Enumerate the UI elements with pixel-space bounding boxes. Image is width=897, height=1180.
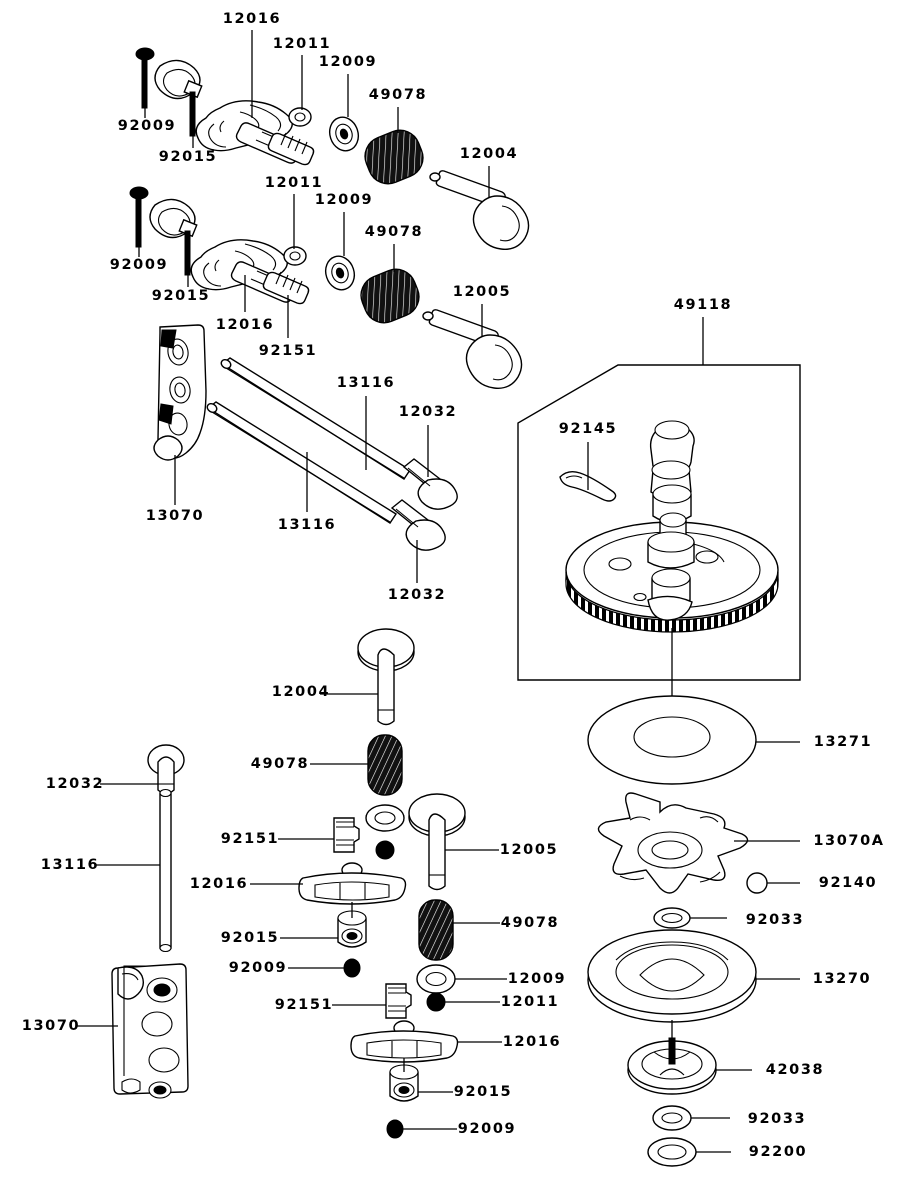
part-92033-ring-upper (653, 907, 727, 929)
callout-12009-second: 12009 (314, 192, 374, 208)
part-49118-camshaft-assembly (517, 317, 801, 700)
rocker-assembly-second (129, 186, 523, 389)
callout-13271-plate: 13271 (813, 734, 873, 750)
callout-92015-second: 92015 (151, 288, 211, 304)
part-13070A-flywheel (597, 792, 800, 894)
callout-42038-hub: 42038 (765, 1062, 825, 1078)
callout-12011-lower-b: 12011 (500, 994, 560, 1010)
part-12004-valve-top (429, 170, 530, 250)
callout-92145-pin: 92145 (558, 421, 618, 437)
part-13270-cup (587, 929, 800, 1023)
callout-12009-lower-b: 12009 (507, 971, 567, 987)
part-92140-ball (746, 872, 800, 894)
callout-13070-upper: 13070 (145, 508, 205, 524)
part-92009-bolt-lower-b (386, 1119, 457, 1139)
part-13116-push-rod-upper (220, 357, 411, 480)
part-42038-hub (627, 1037, 752, 1095)
callout-13070A-flywheel: 13070A (813, 833, 885, 849)
part-12004-valve-lower (320, 628, 415, 726)
part-92015-nut-lower-b (389, 1064, 453, 1102)
part-12005-valve-second (422, 309, 523, 389)
part-49078-spring-lower-b (418, 899, 500, 961)
part-12032-tappet-upper (402, 458, 458, 510)
callout-92140-ball: 92140 (818, 875, 878, 891)
part-12009-washer-lower-a (365, 804, 405, 832)
callout-12005-second: 12005 (452, 284, 512, 300)
part-92009-bolt-second (129, 186, 149, 248)
part-13070-holder-upper (153, 324, 207, 461)
callout-12011-second: 12011 (264, 175, 324, 191)
callout-13116-lower: 13116 (277, 517, 337, 533)
callout-12016-lower-b: 12016 (502, 1034, 562, 1050)
camshaft-lobes (647, 420, 695, 621)
part-92009-bolt-top (135, 47, 155, 109)
callout-13070-lower: 13070 (21, 1018, 81, 1034)
callout-92009-lower-b: 92009 (457, 1121, 517, 1137)
callout-49078-top: 49078 (368, 87, 428, 103)
callout-12004-top: 12004 (459, 146, 519, 162)
part-13271-plate (587, 695, 800, 785)
callout-92009-lower-a: 92009 (228, 960, 288, 976)
callout-92015-lower-a: 92015 (220, 930, 280, 946)
part-12005-valve-lower (408, 793, 499, 891)
callout-12004-lower: 12004 (271, 684, 331, 700)
part-12016-rocker-lower-b (350, 1020, 502, 1063)
part-13116-rod-lower-left (95, 788, 172, 953)
part-92015-nut-lower-a (280, 910, 367, 948)
callout-92033-lower: 92033 (747, 1111, 807, 1127)
part-92151-adjuster-lower-left (278, 817, 360, 853)
callout-12009-top: 12009 (318, 54, 378, 70)
callout-49078-lower-a: 49078 (250, 756, 310, 772)
part-92151-stud-top (267, 132, 315, 166)
part-12016-rocker-lower-a (250, 862, 407, 905)
callout-12016-second: 12016 (215, 317, 275, 333)
part-92151-stud-second (262, 271, 310, 305)
part-12009-washer-lower-b (416, 964, 507, 994)
part-92009-bolt-lower-a (288, 958, 361, 978)
part-13116-push-rod-lower (206, 401, 397, 524)
callout-12032-upper: 12032 (398, 404, 458, 420)
part-12009-retainer-second (324, 255, 356, 291)
callout-92151-lower-a: 92151 (220, 831, 280, 847)
callout-12032-lower: 12032 (387, 587, 447, 603)
part-12032-tappet-lower-left (100, 744, 185, 795)
part-13070-holder-lower (76, 963, 189, 1099)
callout-92015-lower-b: 92015 (453, 1084, 513, 1100)
rocker-assembly-top (135, 30, 530, 250)
callout-92200-washer: 92200 (748, 1144, 808, 1160)
callout-12016-lower-a: 12016 (189, 876, 249, 892)
callout-92151-lower-b: 92151 (274, 997, 334, 1013)
callout-13116-upper: 13116 (336, 375, 396, 391)
part-12011-cap-lower-b (426, 992, 500, 1012)
callout-49118-camshaft: 49118 (673, 297, 733, 313)
part-12011-cap-lower-a (375, 840, 395, 860)
part-12009-retainer-top (328, 116, 360, 152)
callout-13116-lower-left: 13116 (40, 857, 100, 873)
callout-92033-upper: 92033 (745, 912, 805, 928)
callout-92151-second: 92151 (258, 343, 318, 359)
callout-92015-top: 92015 (158, 149, 218, 165)
part-92033-ring-lower (652, 1105, 730, 1131)
callout-49078-second: 49078 (364, 224, 424, 240)
part-49078-spring-lower-a (310, 734, 403, 796)
callout-12032-lower-left: 12032 (45, 776, 105, 792)
callout-49078-lower-b: 49078 (500, 915, 560, 931)
callout-12005-lower: 12005 (499, 842, 559, 858)
callout-13270-cup: 13270 (812, 971, 872, 987)
part-49078-valve-spring-top (364, 129, 424, 185)
part-92151-adjuster-lower-b (332, 983, 412, 1019)
part-92200-washer (647, 1137, 731, 1167)
callout-12011-top: 12011 (272, 36, 332, 52)
callout-92009-top: 92009 (117, 118, 177, 134)
callout-92009-second: 92009 (109, 257, 169, 273)
part-12032-tappet-lower (390, 499, 446, 551)
callout-12016-top: 12016 (222, 11, 282, 27)
part-49078-valve-spring-second (360, 268, 420, 324)
